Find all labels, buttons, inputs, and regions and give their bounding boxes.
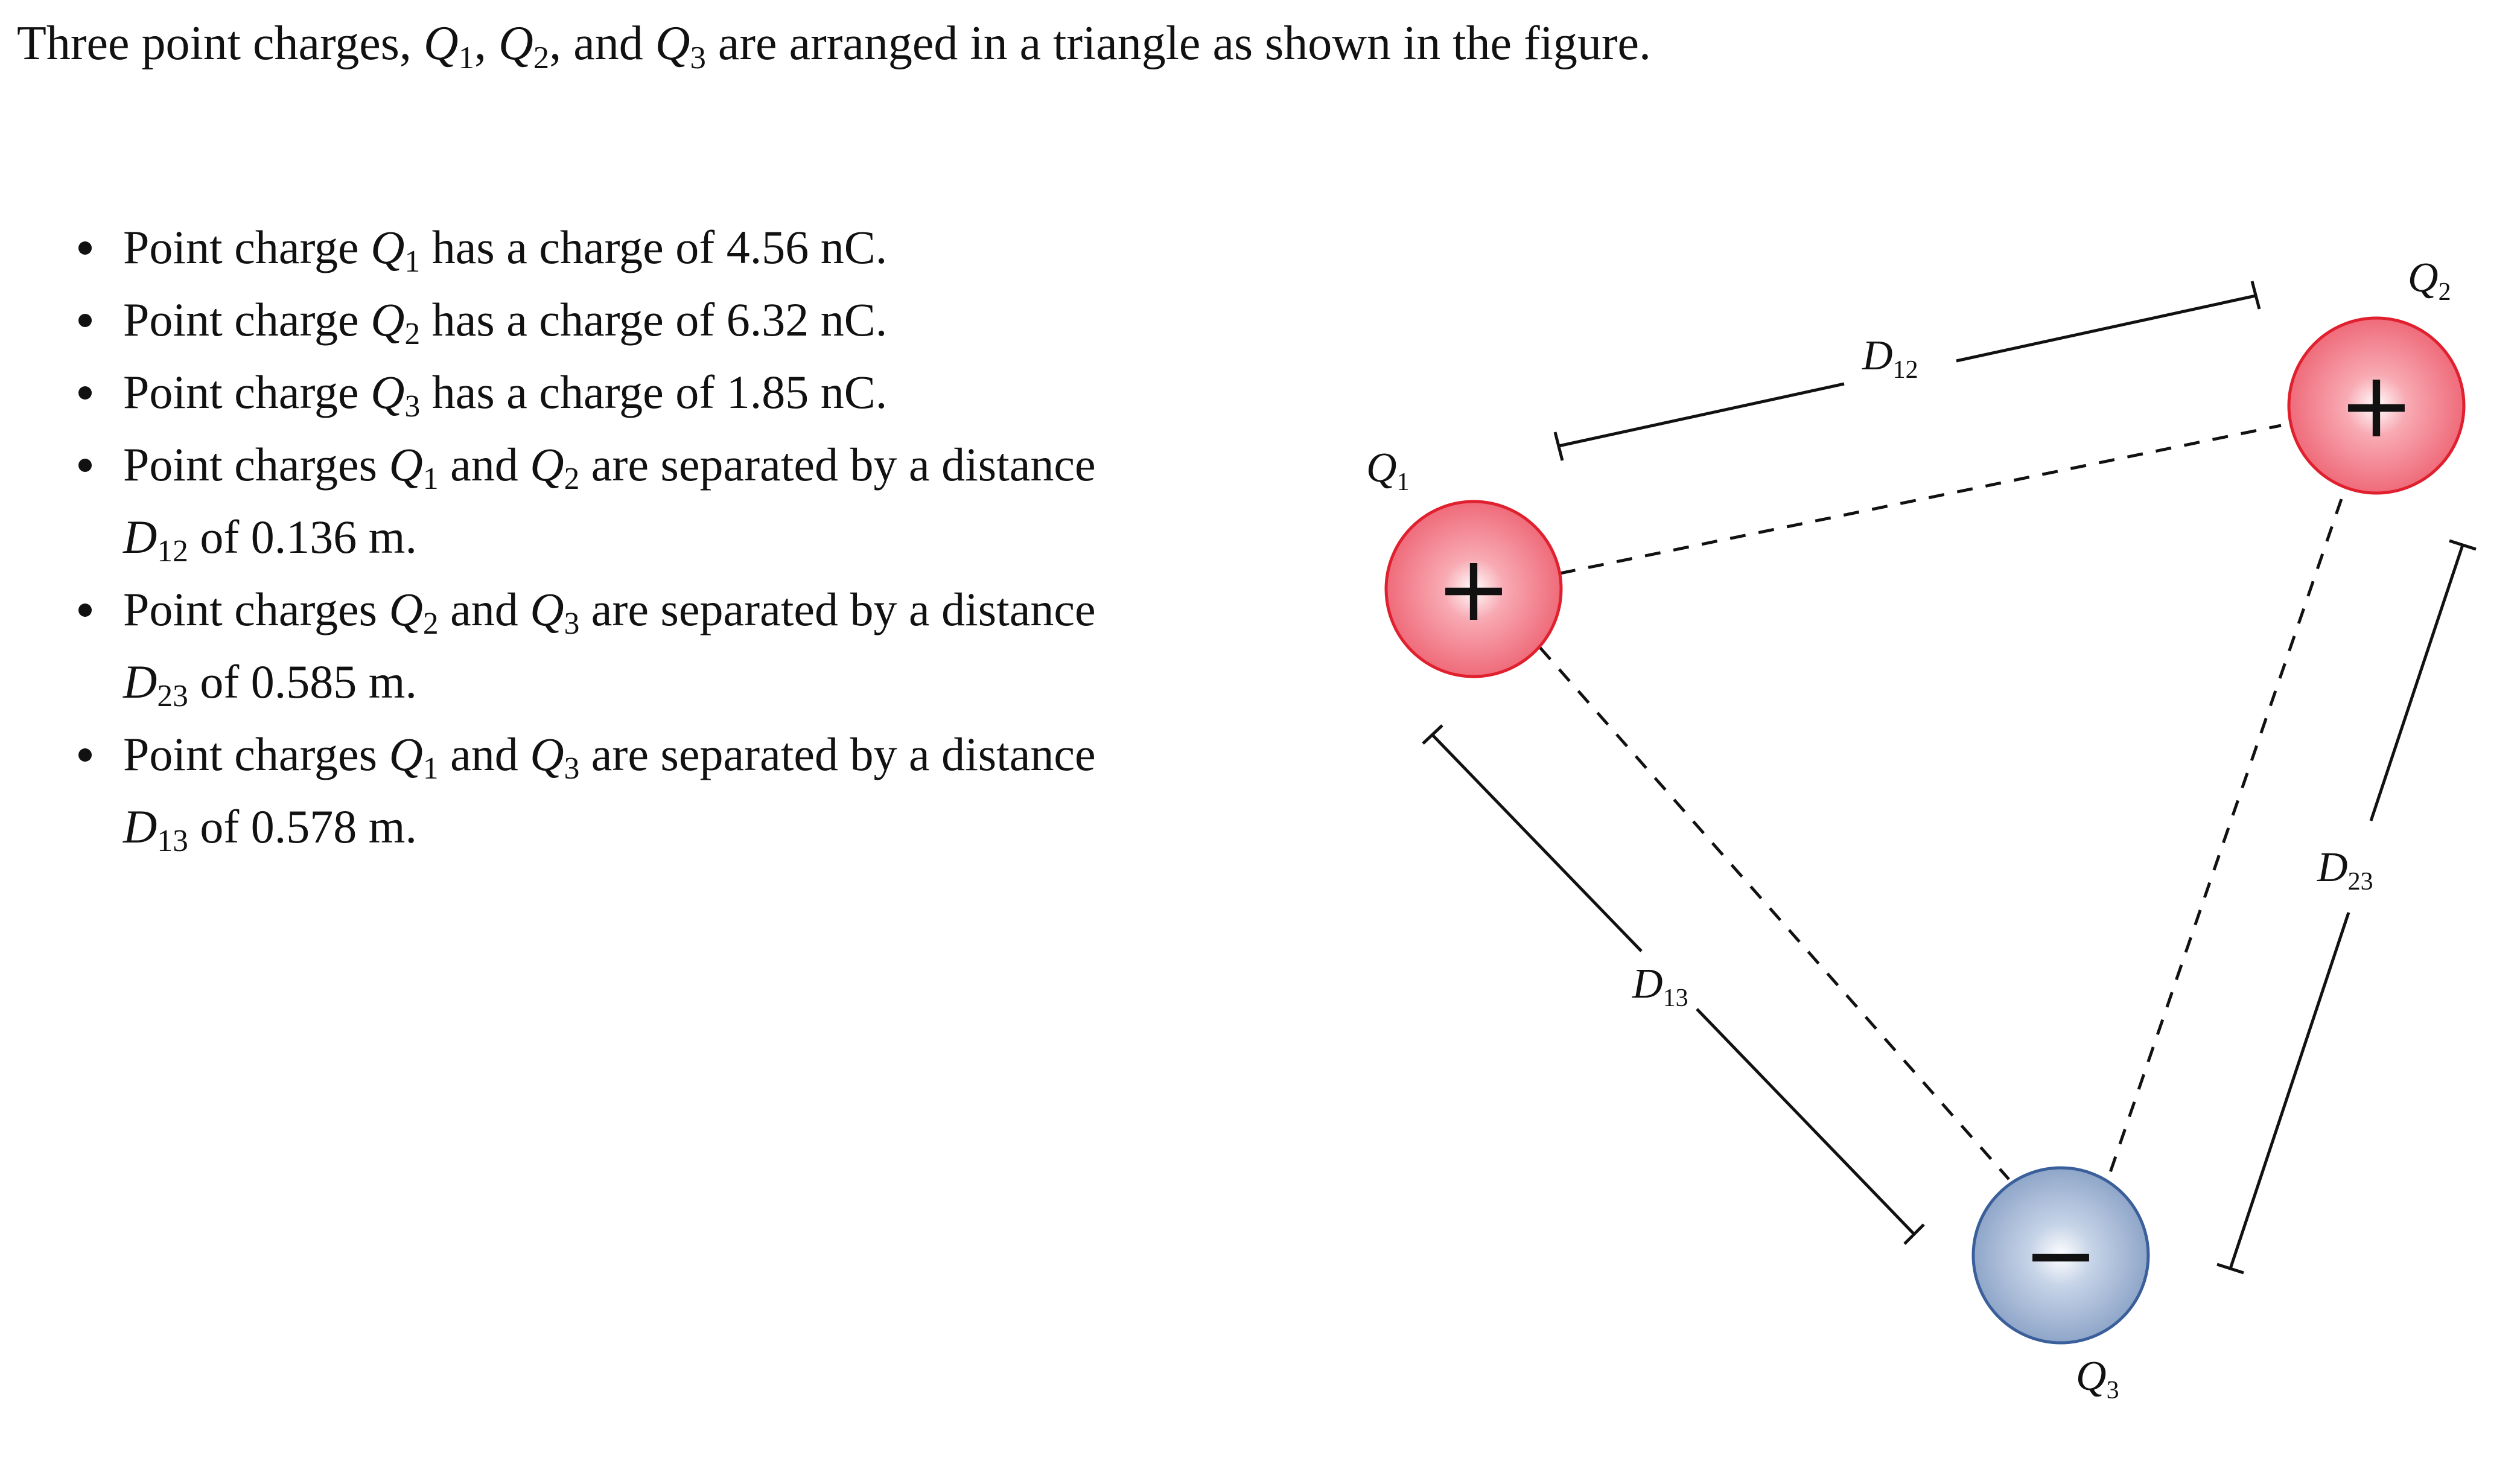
label-d13: D13	[1632, 961, 1688, 1012]
label-d23: D23	[2317, 844, 2373, 896]
dashed-line-q2-q3	[2106, 499, 2343, 1180]
d23-cap-lower	[2216, 1263, 2244, 1275]
label-q3: Q3	[2076, 1353, 2119, 1404]
side-rail	[0, 36, 10, 428]
charge-q2-circle	[2287, 316, 2466, 495]
d13-cap-upper	[1422, 724, 1443, 745]
charge-q3: −	[1971, 1166, 2150, 1345]
charge-triangle-figure: + + − Q1 Q2 Q3 D12 D23 D13	[1352, 229, 2520, 1478]
d12-bar-right	[1956, 294, 2256, 363]
d13-cap-lower	[1903, 1223, 1925, 1245]
dashed-line-q1-q3	[1539, 646, 2010, 1180]
charge-q3-sign: −	[2023, 1203, 2099, 1308]
charge-q1: +	[1384, 500, 1563, 678]
list-item: Point charge Q2 has a charge of 6.32 nC.	[72, 284, 1219, 356]
charge-q2-sign: +	[2338, 353, 2414, 458]
charge-q1-circle	[1384, 500, 1563, 678]
problem-intro: Three point charges, Q1, Q2, and Q3 are …	[17, 17, 1651, 75]
label-d12: D12	[1862, 333, 1918, 384]
d12-cap-left	[1553, 432, 1564, 461]
charge-q1-sign: +	[1436, 537, 1512, 642]
given-values-list: Point charge Q1 has a charge of 4.56 nC.…	[72, 211, 1219, 863]
d13-bar-lower	[1696, 1008, 1915, 1235]
list-item: Point charge Q1 has a charge of 4.56 nC.	[72, 211, 1219, 284]
d13-bar-upper	[1431, 734, 1643, 952]
figure-svg: + + − Q1 Q2 Q3 D12 D23 D13	[1366, 255, 2477, 1404]
dashed-line-q1-q2	[1559, 424, 2282, 575]
d23-bar-upper	[2369, 544, 2464, 821]
list-item: Point charge Q3 has a charge of 1.85 nC.	[72, 356, 1219, 428]
label-q1: Q1	[1366, 445, 1410, 496]
charge-q3-circle	[1971, 1166, 2150, 1345]
label-q2: Q2	[2408, 255, 2451, 306]
d23-cap-upper	[2449, 539, 2477, 551]
list-item: Point charges Q1 and Q2 are separated by…	[72, 428, 1219, 573]
list-item: Point charges Q1 and Q3 are separated by…	[72, 718, 1219, 863]
d23-bar-lower	[2229, 912, 2350, 1269]
d12-bar-left	[1558, 382, 1845, 448]
d12-cap-right	[2250, 281, 2261, 310]
list-item: Point charges Q2 and Q3 are separated by…	[72, 573, 1219, 718]
charge-q2: +	[2287, 316, 2466, 495]
